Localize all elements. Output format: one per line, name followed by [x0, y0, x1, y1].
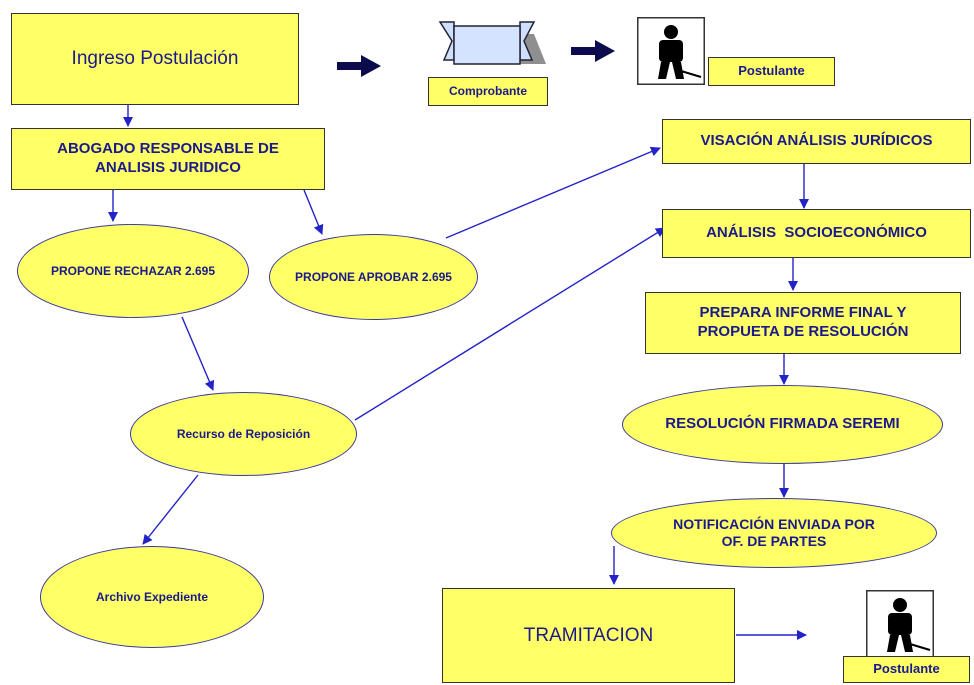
node-abogado-responsable: ABOGADO RESPONSABLE DE ANALISIS JURIDICO — [11, 128, 325, 190]
edge-abogado-aprobar — [303, 189, 324, 235]
node-prepara-informe: PREPARA INFORME FINAL Y PROPUETA DE RESO… — [645, 292, 961, 354]
node-comprobante-label: Comprobante — [449, 84, 527, 98]
node-notificacion-enviada: NOTIFICACIÓN ENVIADA POR OF. DE PARTES — [611, 498, 937, 568]
node-tramitacion-label: TRAMITACION — [523, 624, 654, 646]
node-archivo-expediente-label: Archivo Expediente — [95, 589, 209, 604]
node-recurso-reposicion: Recurso de Reposición — [130, 392, 357, 476]
node-visacion: VISACIÓN ANÁLISIS JURÍDICOS — [662, 119, 971, 164]
node-propone-aprobar-label: PROPONE APROBAR 2.695 — [295, 269, 452, 284]
node-ingreso-postulacion-label: Ingreso Postulación — [71, 48, 239, 70]
document-icon — [438, 21, 546, 65]
node-archivo-expediente: Archivo Expediente — [40, 546, 264, 648]
edge-aprobar-visacion — [445, 146, 661, 239]
bold-arrow-1 — [337, 55, 381, 77]
node-prepara-informe-label: PREPARA INFORME FINAL Y PROPUETA DE RESO… — [697, 304, 909, 340]
node-resolucion-firmada: RESOLUCIÓN FIRMADA SEREMI — [622, 385, 943, 464]
node-postulante-top: Postulante — [708, 57, 835, 86]
person-icon — [637, 17, 705, 85]
node-propone-rechazar: PROPONE RECHAZAR 2.695 — [17, 224, 249, 318]
edge-rechazar-recurso — [181, 316, 215, 391]
node-notificacion-enviada-label: NOTIFICACIÓN ENVIADA POR OF. DE PARTES — [673, 515, 875, 550]
node-postulante-bottom: Postulante — [843, 656, 970, 683]
node-postulante-top-label: Postulante — [738, 63, 805, 79]
node-visacion-label: VISACIÓN ANÁLISIS JURÍDICOS — [700, 132, 933, 150]
node-analisis-socioeconomico: ANÁLISIS SOCIOECONÓMICO — [662, 209, 971, 258]
node-ingreso-postulacion: Ingreso Postulación — [11, 13, 299, 105]
edge-recurso-archivo — [142, 474, 199, 545]
edge-recurso-socio — [354, 227, 666, 421]
node-abogado-responsable-label: ABOGADO RESPONSABLE DE ANALISIS JURIDICO — [57, 140, 279, 176]
person-icon — [866, 590, 934, 658]
node-propone-rechazar-label: PROPONE RECHAZAR 2.695 — [50, 263, 216, 278]
bold-arrow-2 — [571, 40, 615, 62]
node-comprobante: Comprobante — [428, 77, 548, 106]
node-recurso-reposicion-label: Recurso de Reposición — [176, 426, 311, 441]
node-postulante-bottom-label: Postulante — [873, 661, 940, 677]
node-tramitacion: TRAMITACION — [442, 588, 735, 683]
node-resolucion-firmada-label: RESOLUCIÓN FIRMADA SEREMI — [665, 415, 900, 433]
node-analisis-socioeconomico-label: ANÁLISIS SOCIOECONÓMICO — [706, 224, 927, 242]
node-propone-aprobar: PROPONE APROBAR 2.695 — [269, 234, 478, 320]
